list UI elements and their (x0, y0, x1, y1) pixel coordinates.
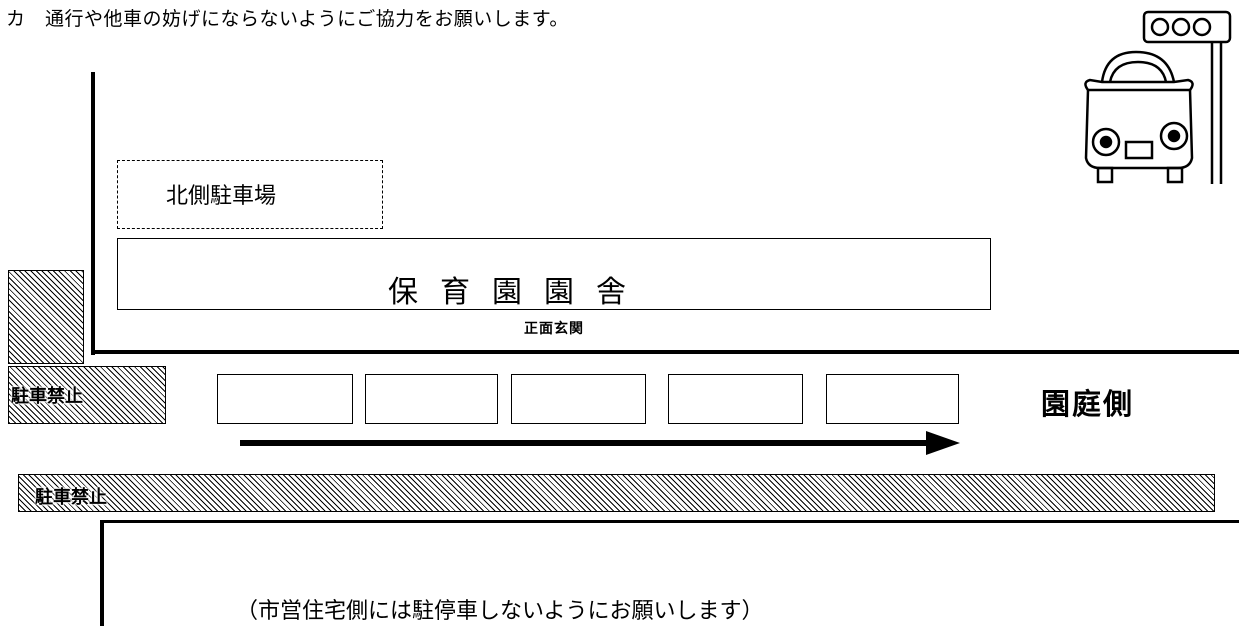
boundary-line (91, 72, 95, 355)
road-edge-line (91, 350, 1239, 354)
lower-boundary-line (100, 520, 104, 626)
car-icon (1084, 50, 1194, 184)
lower-road-edge-line (100, 520, 1239, 523)
no-parking-label-strip: 駐車禁止 (35, 487, 107, 508)
no-parking-label-left: 駐車禁止 (11, 386, 83, 407)
garden-side-label: 園庭側 (1041, 387, 1135, 421)
parking-slot (668, 374, 803, 424)
north-parking-lot: 北側駐車場 (117, 160, 383, 229)
parking-slot (511, 374, 646, 424)
main-entrance-label: 正面玄関 (524, 321, 584, 337)
parking-slot (217, 374, 353, 424)
traffic-direction-arrow-icon (240, 431, 960, 455)
parking-slot (826, 374, 959, 424)
building-label: 保育園園舎 (388, 275, 648, 310)
traffic-light-icon (1142, 10, 1232, 184)
north-parking-label: 北側駐車場 (166, 184, 277, 209)
no-parking-zone-upper (8, 270, 84, 364)
parking-slot (365, 374, 498, 424)
housing-side-note: （市営住宅側には駐停車しないようにお願いします） (236, 599, 764, 624)
car-and-traffic-light-icon (1084, 10, 1232, 184)
no-parking-zone-left: 駐車禁止 (8, 366, 166, 424)
no-parking-strip: 駐車禁止 (18, 474, 1215, 512)
nursery-building: 保育園園舎 (117, 238, 991, 310)
instruction-heading: カ 通行や他車の妨げにならないようにご協力をお願いします。 (6, 8, 569, 30)
